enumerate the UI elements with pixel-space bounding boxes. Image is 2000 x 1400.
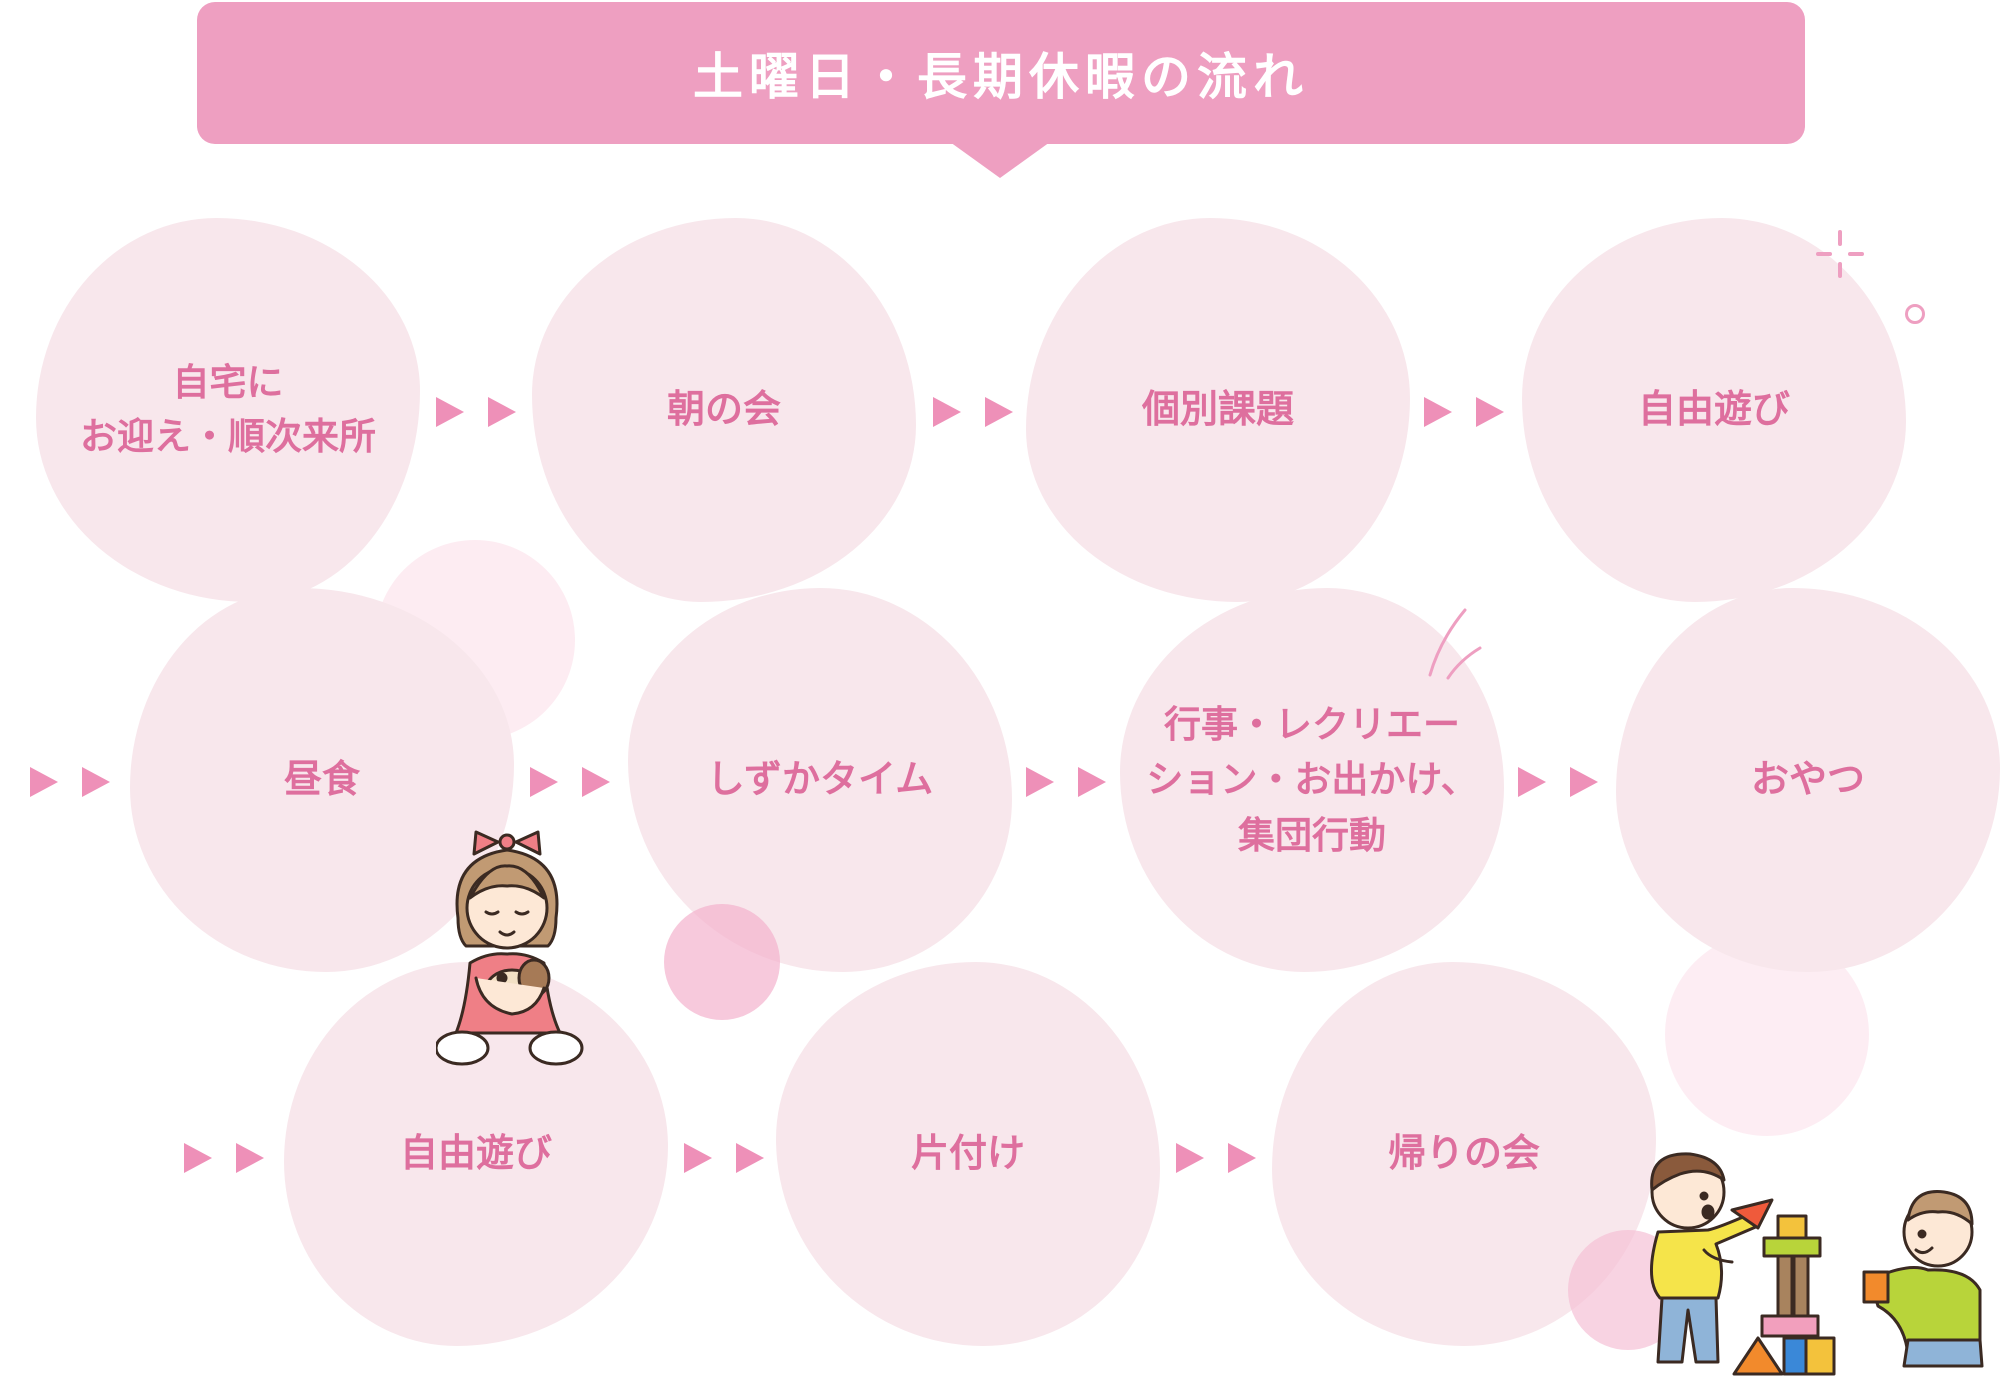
step-6-bubble: しずかタイム	[628, 588, 1012, 972]
step-4-bubble: 自由遊び	[1522, 218, 1906, 602]
arrow-icon	[82, 767, 110, 797]
arrow-icon	[530, 767, 558, 797]
arrow-icon	[1424, 397, 1452, 427]
step-5-label: 昼食	[283, 757, 360, 802]
arrow-icon	[1078, 767, 1106, 797]
step-2-label: 朝の会	[666, 387, 781, 432]
arrow-icon	[30, 767, 58, 797]
decor-circle	[664, 904, 780, 1020]
arrow-icon	[488, 397, 516, 427]
step-8-bubble: おやつ	[1616, 588, 2000, 972]
arrow-icon	[1570, 767, 1598, 797]
step-1-bubble: 自宅に お迎え・順次来所	[36, 218, 420, 602]
step-10-bubble: 片付け	[776, 962, 1160, 1346]
step-3-label: 個別課題	[1141, 387, 1294, 432]
motion-lines-icon	[1428, 608, 1482, 680]
step-5-bubble: 昼食	[130, 588, 514, 972]
step-9-bubble: 自由遊び	[284, 962, 668, 1346]
arrow-icon	[1228, 1143, 1256, 1173]
arrow-icon	[985, 397, 1013, 427]
arrow-icon	[184, 1143, 212, 1173]
step-1-label: 自宅に お迎え・順次来所	[80, 361, 376, 458]
sparkle-icon	[1816, 230, 1864, 278]
step-9-label: 自由遊び	[399, 1131, 552, 1176]
title-banner: 土曜日・長期休暇の流れ	[197, 2, 1805, 144]
arrow-icon	[684, 1143, 712, 1173]
step-2-bubble: 朝の会	[532, 218, 916, 602]
arrow-icon	[933, 397, 961, 427]
girl-with-puppy-illustration	[436, 830, 584, 1066]
step-4-label: 自由遊び	[1637, 387, 1790, 432]
boys-playing-blocks-illustration	[1649, 1152, 1984, 1376]
step-10-label: 片付け	[910, 1131, 1025, 1176]
arrow-icon	[736, 1143, 764, 1173]
arrow-icon	[1476, 397, 1504, 427]
page-title: 土曜日・長期休暇の流れ	[693, 48, 1309, 106]
step-3-bubble: 個別課題	[1026, 218, 1410, 602]
banner-pointer	[950, 142, 1050, 178]
step-7-label: 行事・レクリエー ション・お出かけ、 集団行動	[1146, 702, 1478, 857]
arrow-icon	[1518, 767, 1546, 797]
step-8-label: おやつ	[1750, 757, 1865, 802]
decor-ring	[1905, 304, 1925, 324]
arrow-icon	[436, 397, 464, 427]
step-6-label: しずかタイム	[706, 757, 934, 802]
arrow-icon	[1176, 1143, 1204, 1173]
arrow-icon	[236, 1143, 264, 1173]
arrow-icon	[1026, 767, 1054, 797]
step-11-label: 帰りの会	[1387, 1131, 1540, 1176]
arrow-icon	[582, 767, 610, 797]
